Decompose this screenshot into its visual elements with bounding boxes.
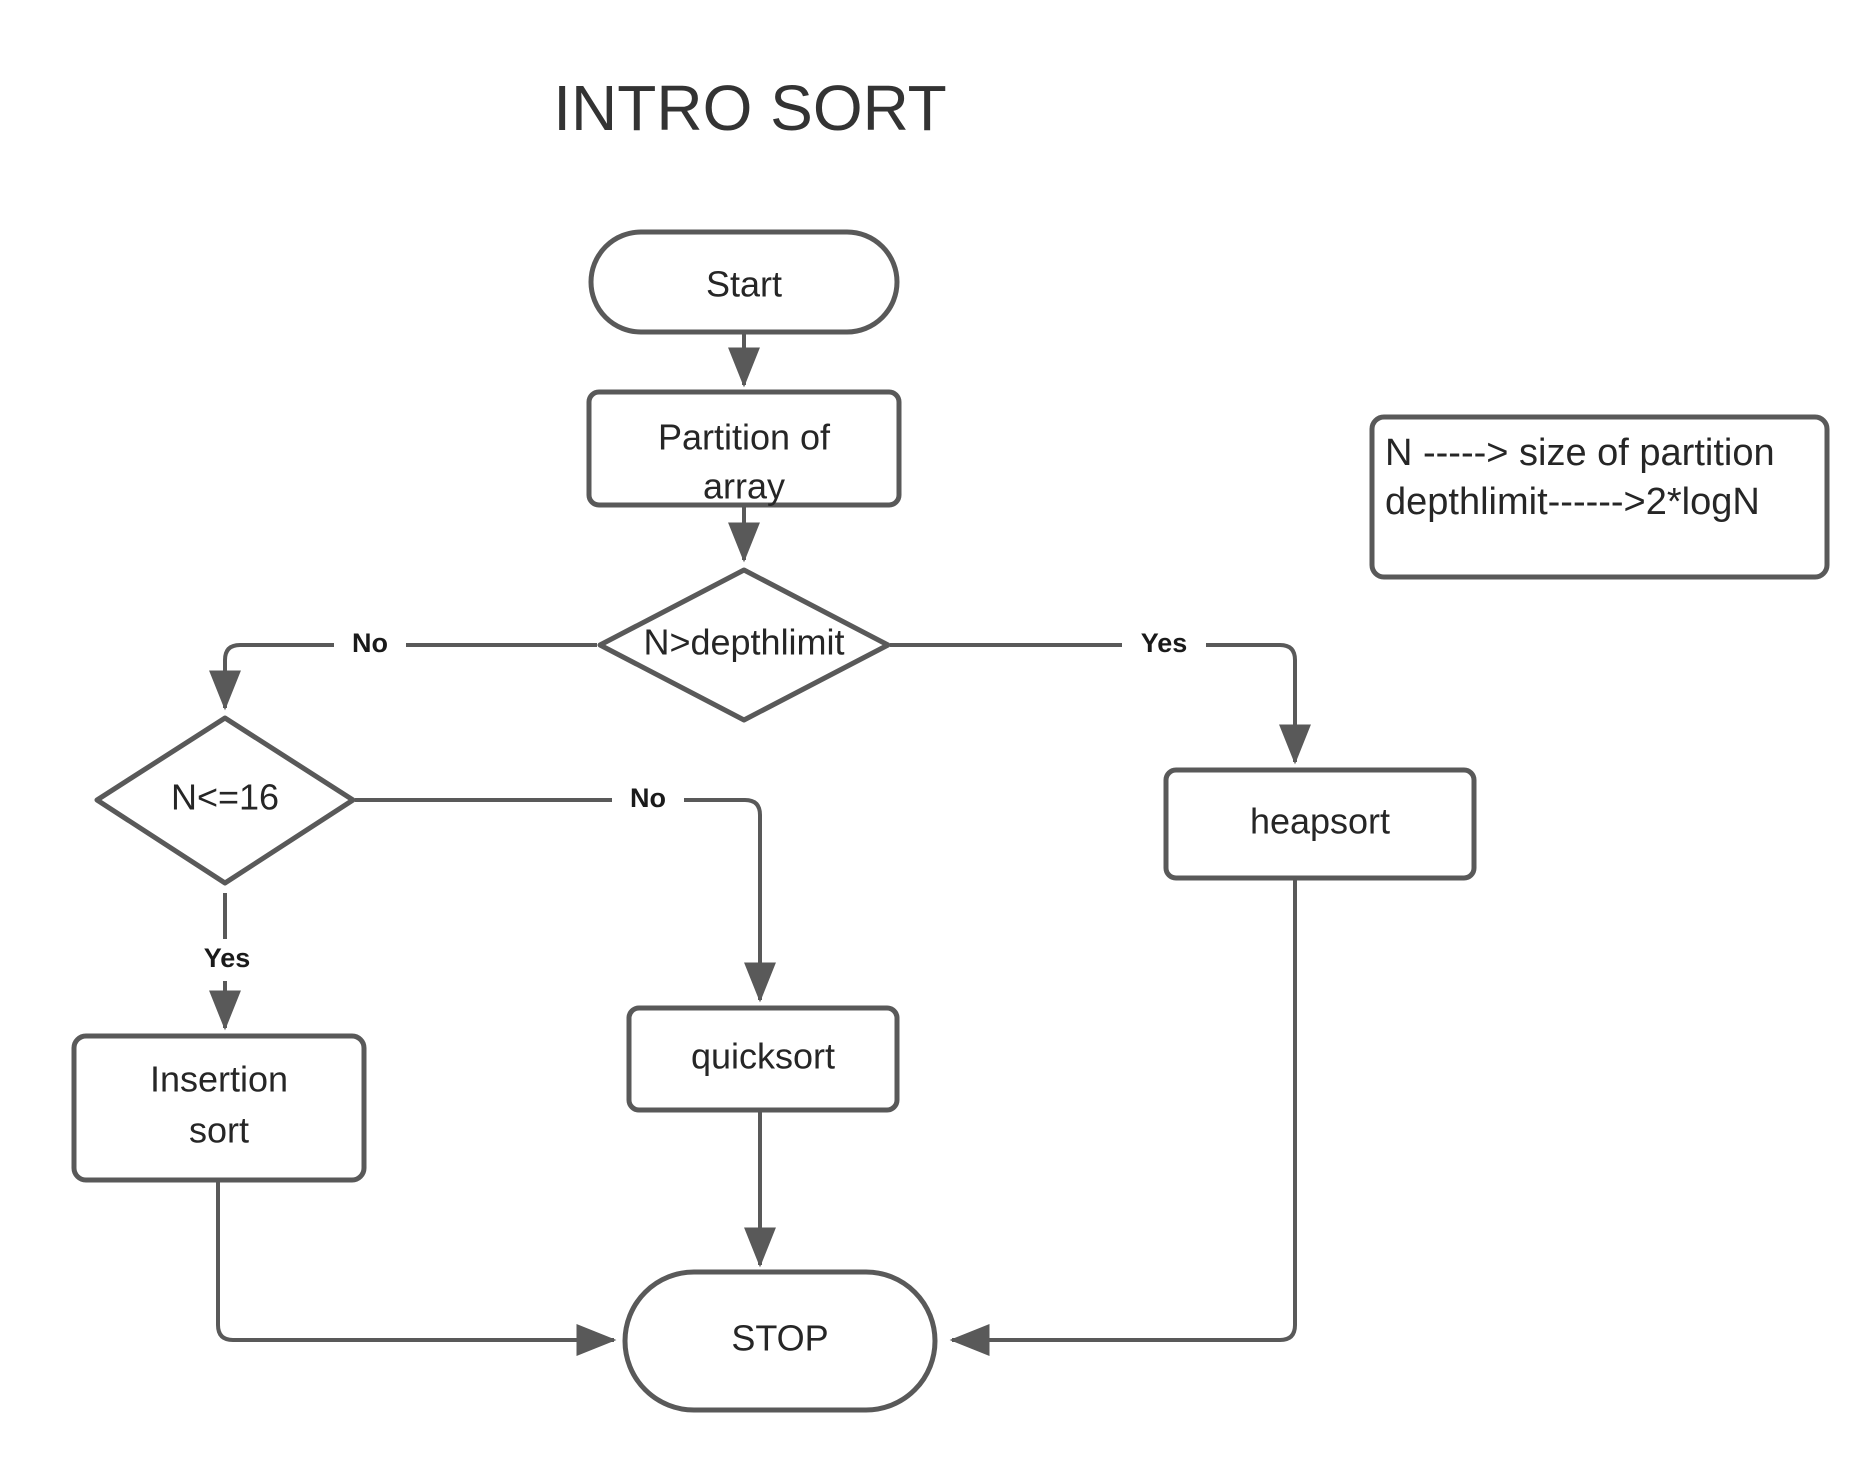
legend-box bbox=[1369, 414, 1830, 580]
node-depth-decision[interactable] bbox=[597, 567, 891, 723]
edge-label-size-no-bg bbox=[612, 780, 684, 820]
node-start[interactable] bbox=[588, 229, 900, 335]
edge-label-depth-no-bg bbox=[334, 624, 406, 664]
edge-label-size-yes-bg bbox=[185, 939, 269, 981]
node-heapsort[interactable] bbox=[1163, 767, 1477, 881]
edge-depth-no-to-size-decision bbox=[209, 643, 597, 711]
node-stop-label: STOP bbox=[731, 1318, 828, 1359]
edge-label-depth-no: No bbox=[352, 628, 388, 658]
node-partition-label-line1: Partition of bbox=[658, 417, 831, 458]
node-insertion-sort[interactable] bbox=[71, 1033, 367, 1183]
node-quicksort-label: quicksort bbox=[691, 1036, 835, 1077]
node-quicksort[interactable] bbox=[626, 1005, 900, 1113]
edge-heapsort-to-stop bbox=[949, 878, 1297, 1356]
page-title: INTRO SORT bbox=[553, 72, 947, 144]
legend-line-2: depthlimit------>2*logN bbox=[1385, 481, 1760, 523]
node-insertion-sort-label-line1: Insertion bbox=[150, 1059, 288, 1100]
node-size-decision[interactable] bbox=[94, 715, 356, 886]
node-size-decision-label: N<=16 bbox=[171, 777, 279, 818]
edge-label-size-no: No bbox=[630, 783, 666, 813]
node-partition-label-line2: array bbox=[703, 466, 785, 507]
node-start-label: Start bbox=[706, 264, 782, 305]
node-heapsort-label: heapsort bbox=[1250, 801, 1390, 842]
edge-label-depth-yes-bg bbox=[1122, 624, 1206, 664]
legend-line-1: N -----> size of partition bbox=[1385, 432, 1775, 474]
edge-insertion-to-stop bbox=[216, 1180, 617, 1356]
edge-size-no-to-quicksort bbox=[355, 798, 776, 1003]
node-stop[interactable] bbox=[622, 1269, 938, 1413]
node-partition[interactable] bbox=[586, 389, 902, 508]
edge-depth-yes-to-heapsort bbox=[890, 643, 1311, 765]
edge-label-depth-yes: Yes bbox=[1141, 628, 1188, 658]
node-depth-decision-label: N>depthlimit bbox=[643, 622, 844, 663]
node-insertion-sort-label-line2: sort bbox=[189, 1110, 249, 1151]
edge-label-size-yes: Yes bbox=[204, 943, 251, 973]
